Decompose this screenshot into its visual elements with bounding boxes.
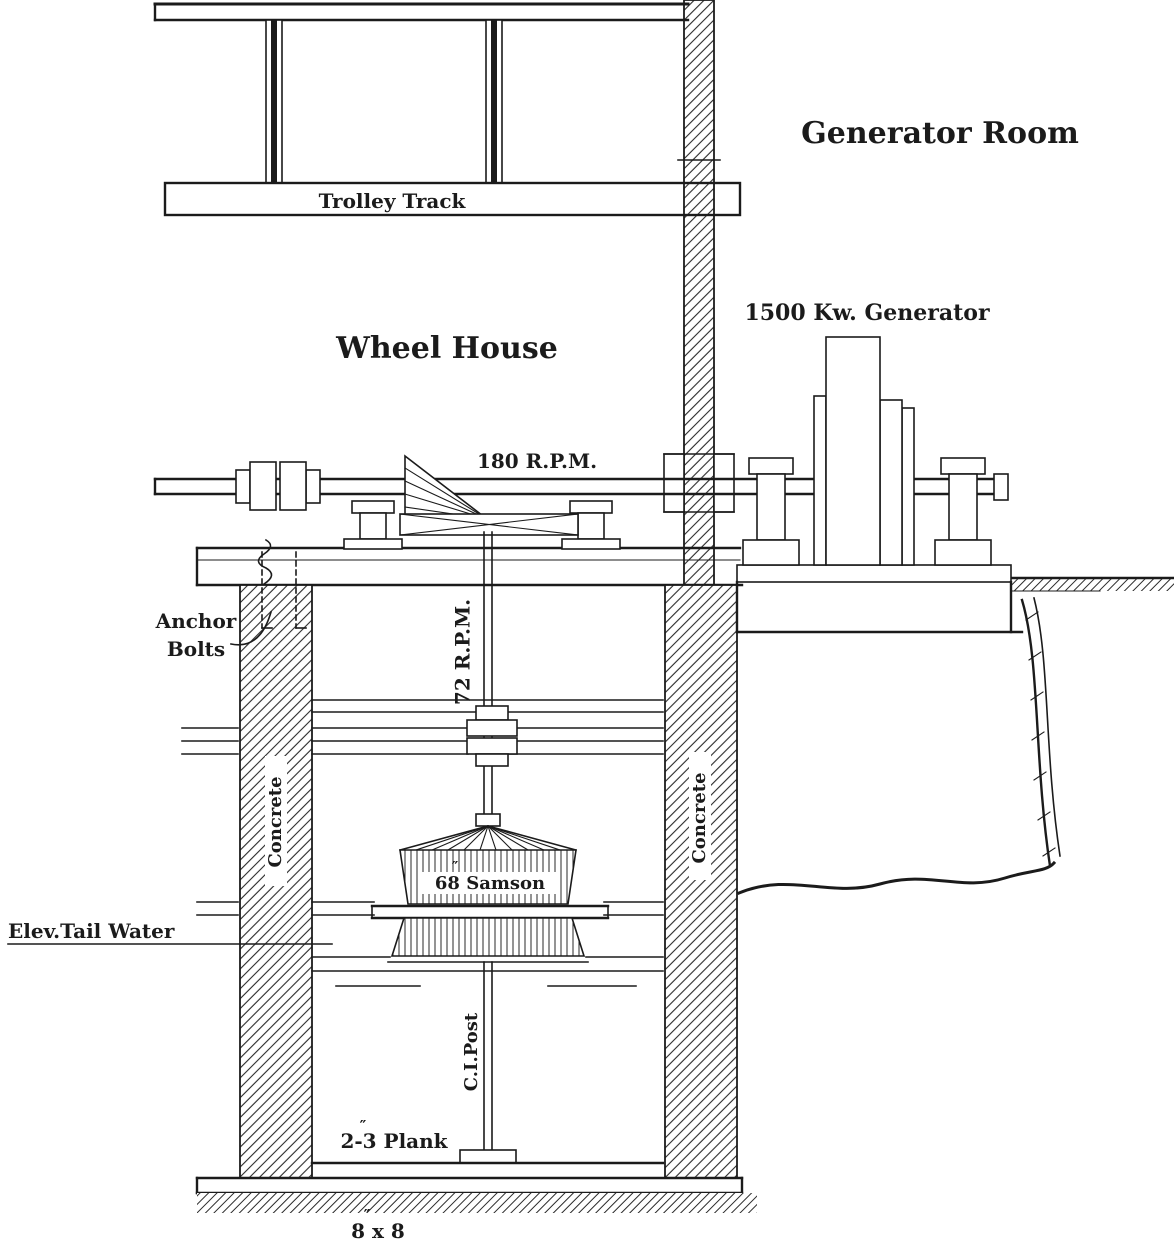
vertical-shaft-speed-label: 72 R.P.M.	[451, 599, 475, 705]
wheel-house-label: Wheel House	[335, 331, 558, 366]
turbine-label: 68 Samson	[435, 873, 545, 894]
generator-label: 1500 Kw. Generator	[744, 300, 990, 326]
shaft-coupling	[249, 461, 277, 511]
timber-inch-mark: ″	[364, 1206, 371, 1224]
trolley-structure: Trolley Track	[153, 2, 742, 217]
trolley-track-label: Trolley Track	[319, 189, 467, 213]
generator-room-label: Generator Room	[801, 116, 1079, 151]
main-shaft-assembly: 180 R.P.M.	[153, 449, 1009, 550]
runner-lower-band	[390, 917, 586, 957]
shaft-end-cap	[993, 473, 1009, 501]
ci-post-label: C.I.Post	[461, 1012, 482, 1091]
generator-bearing-pedestal	[748, 457, 794, 475]
vertical-shaft-coupling	[466, 719, 518, 737]
ci-post: C.I.Post	[459, 961, 517, 1164]
timber-label: 8 x 8	[351, 1219, 405, 1243]
main-shaft-speed-label: 180 R.P.M.	[477, 449, 597, 473]
concrete-right-label: Concrete	[689, 772, 710, 863]
ground-right	[737, 576, 1174, 895]
generator-bearing-pedestal	[940, 457, 986, 475]
vertical-shaft: 72 R.P.M.	[451, 531, 518, 821]
generator-platform	[736, 564, 1012, 583]
bevel-pinion	[404, 454, 490, 523]
turbine-runner: ″ 68 Samson	[370, 813, 610, 963]
concrete-wall-right	[664, 584, 738, 1179]
shaft-coupling	[279, 461, 307, 511]
wheel-pit: Concrete Concrete Anchor Bolts	[155, 551, 738, 1179]
trolley-track-beam	[163, 181, 742, 217]
bearing-pedestal	[351, 500, 395, 514]
bearing-pedestal	[569, 500, 613, 514]
floor-slab	[195, 538, 744, 587]
turbine-inch-mark: ″	[452, 858, 459, 876]
earth-break-line	[737, 860, 1057, 895]
anchor-bolts-label-line1: Anchor	[155, 609, 237, 633]
shaft-hanger-bearing	[663, 453, 685, 513]
plank-label: 2-3 Plank	[340, 1129, 448, 1153]
anchor-bolts-leader	[230, 611, 272, 646]
anchor-bolts-label-line2: Bolts	[167, 637, 225, 661]
pit-bottom: ″ 2-3 Plank ″ 8 x 8	[195, 1117, 757, 1243]
tail-water: Elev.Tail Water	[7, 919, 664, 987]
generator-assembly: 1500 Kw. Generator	[735, 300, 1024, 634]
vertical-shaft-coupling	[466, 737, 518, 755]
shaft-hanger-bearing	[713, 453, 735, 513]
post-base	[459, 1149, 517, 1164]
break-squiggle	[257, 538, 273, 586]
generator-body	[825, 336, 881, 566]
plank-inch-mark: ″	[360, 1117, 367, 1135]
tail-water-label: Elev.Tail Water	[8, 919, 175, 943]
hanger-column	[663, 0, 735, 589]
concrete-left-label: Concrete	[265, 776, 286, 867]
